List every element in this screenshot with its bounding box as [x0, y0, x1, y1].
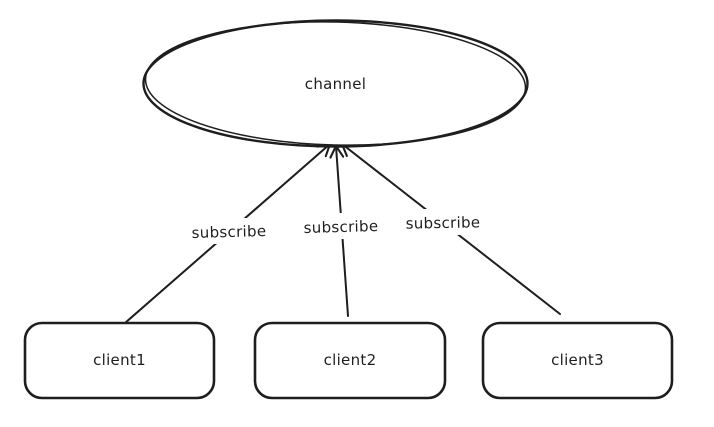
subscribe-label-2: subscribe — [303, 217, 378, 237]
client2-node: client2 — [253, 321, 447, 400]
channel-node: channel — [142, 19, 529, 148]
client1-box — [23, 321, 216, 400]
channel-ellipse — [142, 19, 529, 148]
subscribe-label-3-bg — [394, 209, 491, 235]
channel-label: channel — [305, 75, 366, 93]
subscribe-label-1-bg — [180, 218, 277, 244]
client2-label: client2 — [324, 351, 377, 369]
client3-label: client3 — [551, 351, 604, 369]
client1-label: client1 — [93, 351, 146, 369]
client2-box — [253, 321, 447, 400]
client3-node: client3 — [481, 321, 674, 400]
client1-node: client1 — [23, 321, 216, 400]
channel-ellipse-sketch-stroke — [144, 21, 527, 146]
client3-box — [481, 321, 674, 400]
subscribe-label-3: subscribe — [406, 213, 481, 232]
subscribe-label-2-bg — [292, 213, 389, 239]
subscribe-label-1: subscribe — [191, 222, 266, 242]
